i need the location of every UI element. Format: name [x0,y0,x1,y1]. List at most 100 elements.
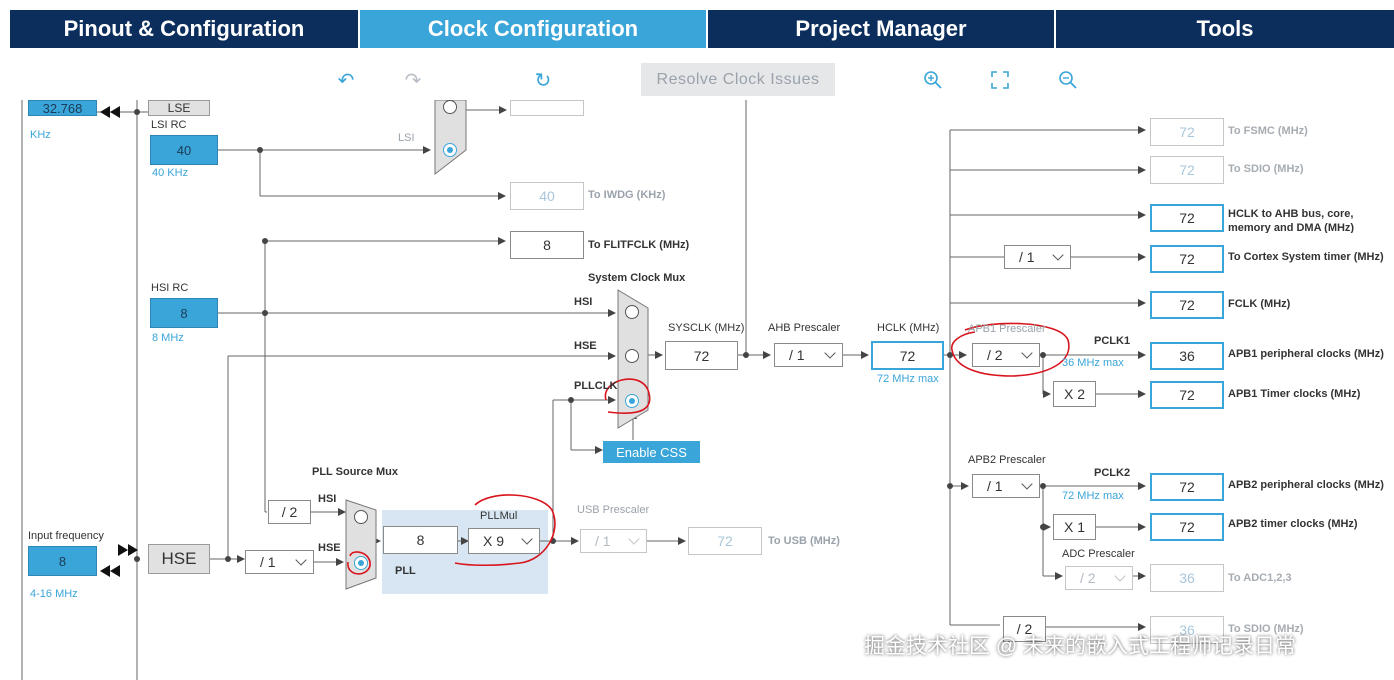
apb1-peripheral-label: APB1 peripheral clocks (MHz) [1228,348,1384,360]
cortex-timer-prescaler-value: / 1 [1019,249,1035,265]
sysclk-value[interactable]: 72 [665,341,738,370]
pll-hsi-div2: / 2 [268,500,311,524]
adc-output-value: 36 [1150,564,1224,592]
adc-prescaler-label: ADC Prescaler [1062,548,1135,560]
pllmul-select[interactable]: X 9 [468,528,540,554]
zoom-in-icon[interactable] [921,68,945,92]
resolve-clock-issues-button[interactable]: Resolve Clock Issues [641,63,835,96]
fit-icon[interactable] [988,68,1012,92]
tab-project-manager[interactable]: Project Manager [708,10,1054,48]
pll-source-mux-title: PLL Source Mux [312,466,398,478]
apb2-prescaler-value: / 1 [987,478,1003,494]
clock-connection-lines [21,100,1146,680]
pllmul-value: X 9 [483,533,505,549]
usb-prescaler-value: / 1 [595,533,611,549]
clock-tree-diagram: 32.768 KHz LSE LSI RC 40 40 KHz LSI HSI … [0,100,1394,680]
sysmux-radio-hse[interactable] [625,349,639,363]
apb1-timer-value[interactable]: 72 [1150,381,1224,409]
apb2-peripheral-value[interactable]: 72 [1150,473,1224,501]
rtc-output-value [510,100,584,116]
hse-input-frequency-field[interactable]: 8 [28,546,97,576]
pll-mux-radio-hsi[interactable] [354,510,368,524]
fclk-value[interactable]: 72 [1150,291,1224,319]
sysmux-radio-hsi[interactable] [625,305,639,319]
hclk-ahb-label: HCLK to AHB bus, core, memory and DMA (M… [1228,208,1355,233]
hclk-label: HCLK (MHz) [877,322,940,334]
hclk-ahb-value[interactable]: 72 [1150,204,1224,232]
sdio2-value: 36 [1150,616,1224,644]
cortex-timer-label: To Cortex System timer (MHz) [1228,251,1384,263]
pclk2-max-label: 72 MHz max [1062,490,1124,502]
pll-label: PLL [395,565,416,577]
hse-prediv-value: / 1 [260,554,276,570]
sysmux-hse-label: HSE [574,340,597,352]
zoom-out-icon[interactable] [1056,68,1080,92]
usb-output-value: 72 [688,527,762,555]
pclk1-label: PCLK1 [1094,335,1131,347]
pll-mux-radio-hse[interactable] [354,556,368,570]
iwdg-value: 40 [510,182,584,210]
chevron-down-icon [1052,249,1064,261]
hclk-value[interactable]: 72 [871,341,944,370]
ahb-prescaler-select[interactable]: / 1 [774,343,843,367]
input-frequency-range: 4-16 MHz [30,588,78,600]
apb1-prescaler-label: APB1 Prescaler [968,323,1046,335]
ahb-prescaler-value: / 1 [789,347,805,363]
redo-icon[interactable]: ↷ [404,69,422,92]
rtc-mux-radio-lsi[interactable] [443,143,457,157]
chevron-down-icon [628,533,640,545]
hsi-rc-title: HSI RC [151,282,189,294]
rtc-mux-radio-lse[interactable] [443,100,457,114]
watermark-text: 掘金技术社区 @ 未来的嵌入式工程师记录日常 [864,635,1296,658]
apb2-timer-value[interactable]: 72 [1150,513,1224,541]
sysclk-label: SYSCLK (MHz) [668,322,745,334]
apb2-timer-multiplier: X 1 [1053,514,1096,540]
tab-pinout-configuration[interactable]: Pinout & Configuration [10,10,358,48]
chevron-down-icon [1114,570,1126,582]
cortex-timer-prescaler-select[interactable]: / 1 [1004,245,1071,269]
flitfclk-label: To FLITFCLK (MHz) [588,239,690,251]
hsi-rc-unit: 8 MHz [152,332,184,344]
flitfclk-value: 8 [510,231,584,259]
enable-css-button[interactable]: Enable CSS [603,441,700,463]
adc-prescaler-value: / 2 [1080,570,1096,586]
apb2-prescaler-select[interactable]: / 1 [972,474,1040,498]
apb1-timer-label: APB1 Timer clocks (MHz) [1228,388,1361,400]
tab-bar: Pinout & Configuration Clock Configurati… [10,10,1394,48]
tab-tools[interactable]: Tools [1056,10,1394,48]
hsi-rc-value: 8 [150,298,218,328]
sdio-value: 72 [1150,156,1224,184]
adc-output-label: To ADC1,2,3 [1228,572,1292,584]
apb1-prescaler-select[interactable]: / 2 [972,343,1040,367]
lse-block: LSE [148,100,210,116]
adc-prescaler-select[interactable]: / 2 [1065,566,1133,590]
apb2-prescaler-label: APB2 Prescaler [968,454,1046,466]
undo-icon[interactable]: ↶ [337,69,355,92]
sysmux-pllclk-label: PLLCLK [574,380,618,392]
pll-mux-hsi-label: HSI [318,493,337,505]
fclk-label: FCLK (MHz) [1228,298,1291,310]
ahb-prescaler-label: AHB Prescaler [768,322,841,334]
chevron-down-icon [295,554,307,566]
tab-clock-configuration[interactable]: Clock Configuration [360,10,706,48]
sysmux-radio-pllclk[interactable] [625,394,639,408]
apb1-prescaler-value: / 2 [987,347,1003,363]
input-frequency-label: Input frequency [28,530,104,542]
apb2-timer-label: APB2 timer clocks (MHz) [1228,518,1358,530]
fsmc-value: 72 [1150,118,1224,146]
fsmc-label: To FSMC (MHz) [1228,125,1308,137]
lse-input-value[interactable]: 32.768 [28,100,97,116]
cortex-timer-value[interactable]: 72 [1150,245,1224,273]
pll-input-value: 8 [383,526,458,554]
apb1-peripheral-value[interactable]: 36 [1150,342,1224,370]
chevron-down-icon [824,347,836,359]
sysmux-hsi-label: HSI [574,296,593,308]
pll-mux-hse-label: HSE [318,542,341,554]
hclk-max-label: 72 MHz max [877,373,939,385]
pclk2-label: PCLK2 [1094,467,1131,479]
usb-prescaler-select[interactable]: / 1 [580,529,647,553]
sdio2-label: To SDIO (MHz) [1228,623,1304,635]
refresh-icon[interactable]: ↻ [534,69,552,92]
toolbar: ↶ ↷ ↻ [0,60,1394,100]
hse-prediv-select[interactable]: / 1 [245,550,314,574]
